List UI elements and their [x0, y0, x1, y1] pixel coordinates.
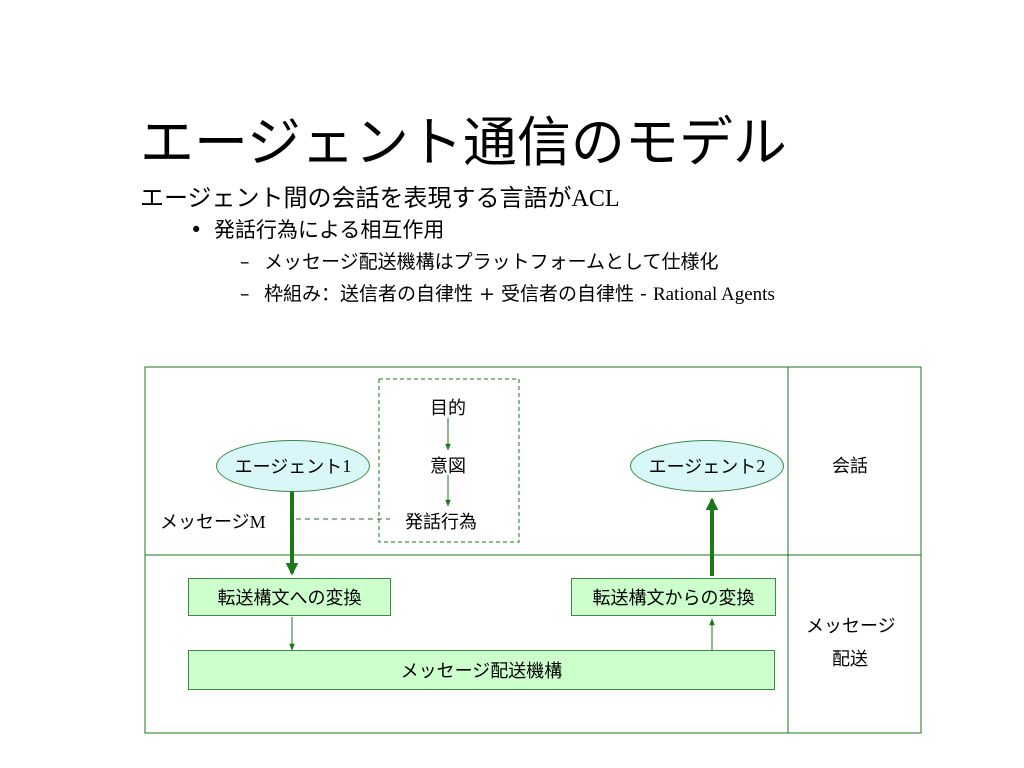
message-suffix: M — [249, 512, 266, 532]
message-label: メッセージ — [160, 512, 250, 533]
from-syntax-box: 転送構文からの変換 — [571, 578, 776, 616]
to-syntax-box: 転送構文への変換 — [188, 578, 391, 616]
diagram-frame — [144, 366, 922, 734]
bullet-level3-suffix: Rational Agents — [652, 284, 775, 305]
intention-label: 意図 — [430, 456, 466, 477]
purpose-label: 目的 — [430, 398, 466, 419]
row-label-delivery-line1: メッセージ — [806, 616, 896, 637]
agent2-number: 2 — [756, 455, 766, 476]
bullet-marker: • — [190, 218, 203, 242]
row-label-delivery-line2: 配送 — [832, 649, 868, 670]
bullet-level3-item: –枠組み：送信者の自律性 + 受信者の自律性 - Rational Agents — [240, 279, 775, 306]
message-m-label: メッセージM — [160, 508, 266, 534]
bullet-level1: エージェント間の会話を表現する言語がACL — [140, 178, 620, 213]
bullet-level3-text: メッセージ配送機構はプラットフォームとして仕様化 — [264, 251, 719, 273]
bullet-level1-text: エージェント間の会話を表現する言語が — [140, 184, 572, 212]
bullet-level3-text: 枠組み：送信者の自律性 + 受信者の自律性 - — [264, 283, 653, 305]
bullet-level1-suffix: ACL — [571, 186, 620, 212]
agent2-label: エージェント — [648, 457, 757, 478]
intent-dashed-box — [378, 378, 520, 543]
agent1-label: エージェント — [234, 457, 343, 478]
slide-title: エージェント通信のモデル — [140, 111, 787, 174]
dash-marker: – — [240, 283, 250, 305]
bullet-level2-text: 発話行為による相互作用 — [214, 218, 445, 242]
bullet-level2: • 発話行為による相互作用 — [190, 214, 444, 244]
delivery-mechanism-box: メッセージ配送機構 — [188, 650, 775, 690]
dash-marker: – — [240, 251, 250, 273]
agent1-number: 1 — [342, 455, 352, 476]
speech-act-label: 発話行為 — [405, 512, 477, 533]
row-label-conversation: 会話 — [832, 456, 868, 477]
bullet-level3-item: –メッセージ配送機構はプラットフォームとして仕様化 — [240, 247, 718, 274]
